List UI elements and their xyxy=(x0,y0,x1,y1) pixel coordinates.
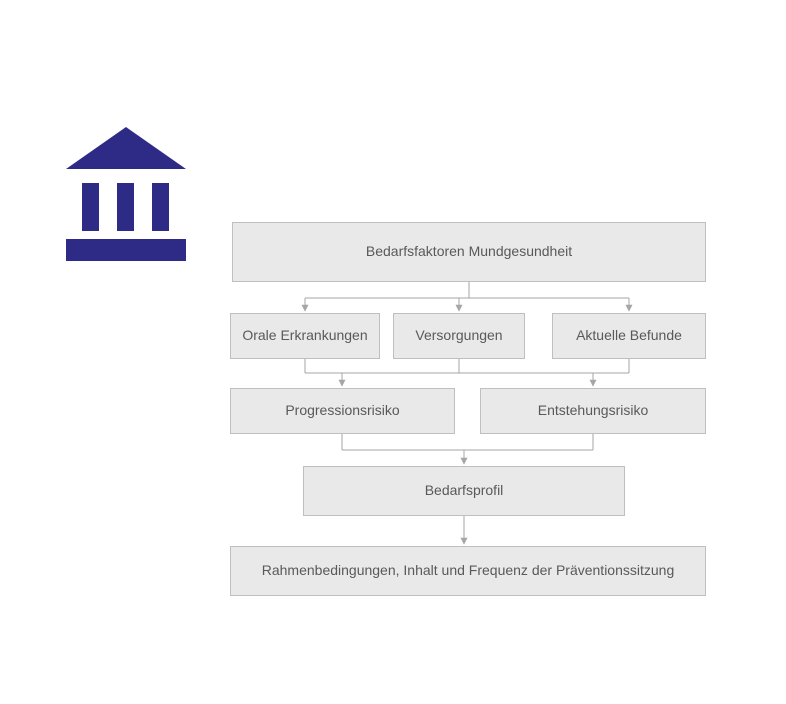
flow-node-orale-erkrankungen: Orale Erkrankungen xyxy=(230,313,380,359)
flow-node-orale-erkrankungen-label: Orale Erkrankungen xyxy=(242,327,368,344)
bank-icon-column-left xyxy=(82,183,99,231)
flow-node-progressionsrisiko-label: Progressionsrisiko xyxy=(285,402,400,419)
bank-icon-column-middle xyxy=(117,183,134,231)
bank-icon-column-right xyxy=(152,183,169,231)
flow-node-rahmenbedingungen: Rahmenbedingungen, Inhalt und Frequenz d… xyxy=(230,546,706,596)
flow-node-bedarfsfaktoren-label: Bedarfsfaktoren Mundgesundheit xyxy=(365,243,573,260)
flow-node-progressionsrisiko: Progressionsrisiko xyxy=(230,388,455,434)
flow-node-entstehungsrisiko-label: Entstehungsrisiko xyxy=(537,402,649,419)
flow-node-bedarfsprofil: Bedarfsprofil xyxy=(303,466,625,516)
flow-node-bedarfsfaktoren: Bedarfsfaktoren Mundgesundheit xyxy=(232,222,706,282)
flow-node-versorgungen-label: Versorgungen xyxy=(415,327,503,344)
bank-icon-pediment xyxy=(66,127,186,169)
flow-node-aktuelle-befunde-label: Aktuelle Befunde xyxy=(576,327,682,344)
flow-node-bedarfsprofil-label: Bedarfsprofil xyxy=(424,482,504,499)
flow-node-rahmenbedingungen-label: Rahmenbedingungen, Inhalt und Frequenz d… xyxy=(261,562,675,579)
flow-node-versorgungen: Versorgungen xyxy=(393,313,525,359)
flow-node-aktuelle-befunde: Aktuelle Befunde xyxy=(552,313,706,359)
flow-node-entstehungsrisiko: Entstehungsrisiko xyxy=(480,388,706,434)
bank-icon xyxy=(66,127,186,261)
bank-icon-base xyxy=(66,239,186,261)
